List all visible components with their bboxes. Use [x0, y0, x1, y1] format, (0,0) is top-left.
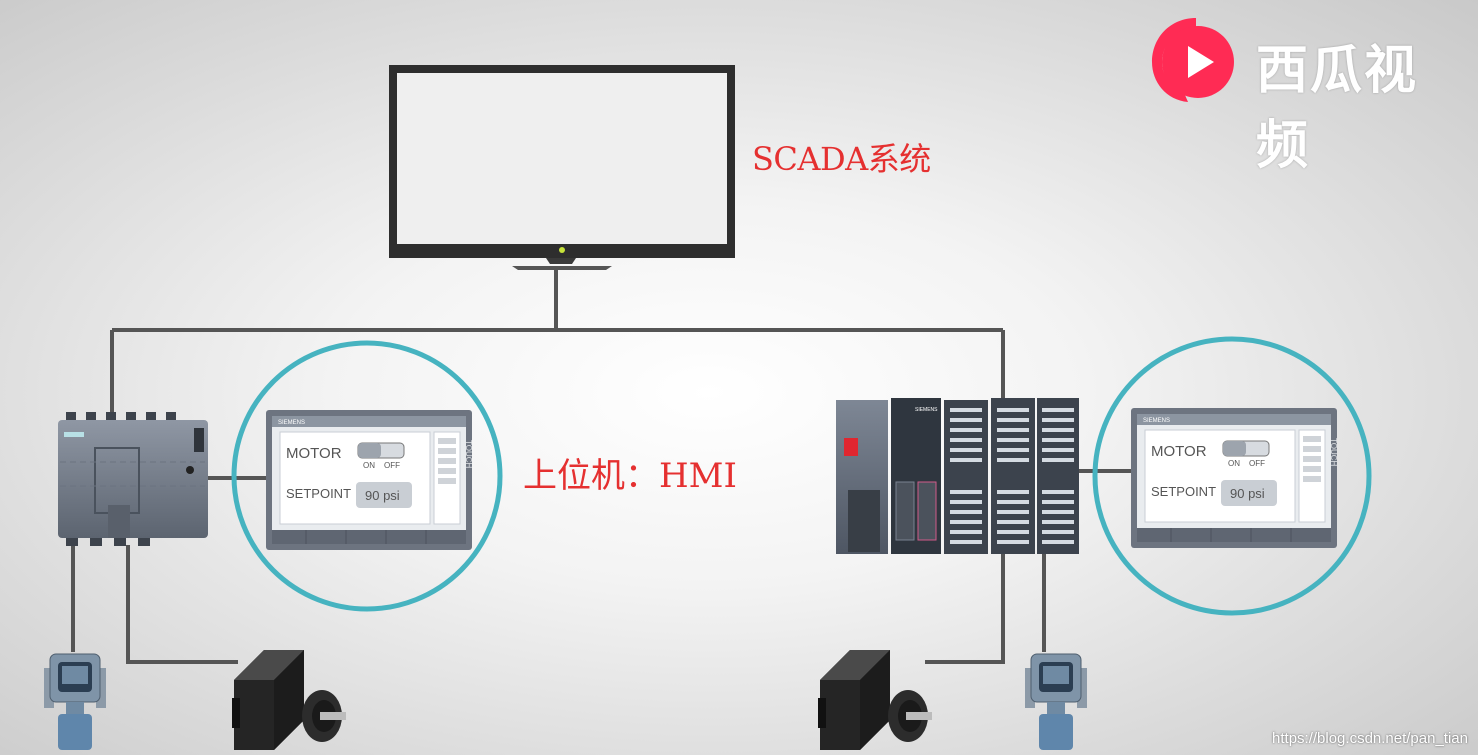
compact-plc [58, 412, 208, 546]
brand-name: 西瓜视频 [1256, 41, 1419, 176]
modular-plc-rack: SIEMENS [836, 398, 1079, 554]
plc-brand-label: SIEMENS [915, 407, 938, 413]
hmi-panel-right [1130, 407, 1339, 549]
hmi-highlight-circle-right [1092, 336, 1372, 616]
hmi-label: 上位机：HMI [523, 456, 737, 496]
xigua-video-logo: 西瓜视频 [1148, 16, 1468, 176]
flow-meter-left [43, 653, 107, 751]
flow-meter-right [1024, 653, 1088, 751]
watermark-url: https://blog.csdn.net/pan_tian [1272, 730, 1468, 747]
hmi-highlight-circle-left [231, 340, 503, 612]
servo-motor-right [818, 650, 932, 750]
servo-motor-left [232, 650, 346, 750]
hmi-panel-left [265, 409, 474, 551]
play-logo-icon [1152, 18, 1234, 102]
scada-monitor [389, 65, 735, 270]
scada-label: SCADA系统 [752, 140, 931, 178]
